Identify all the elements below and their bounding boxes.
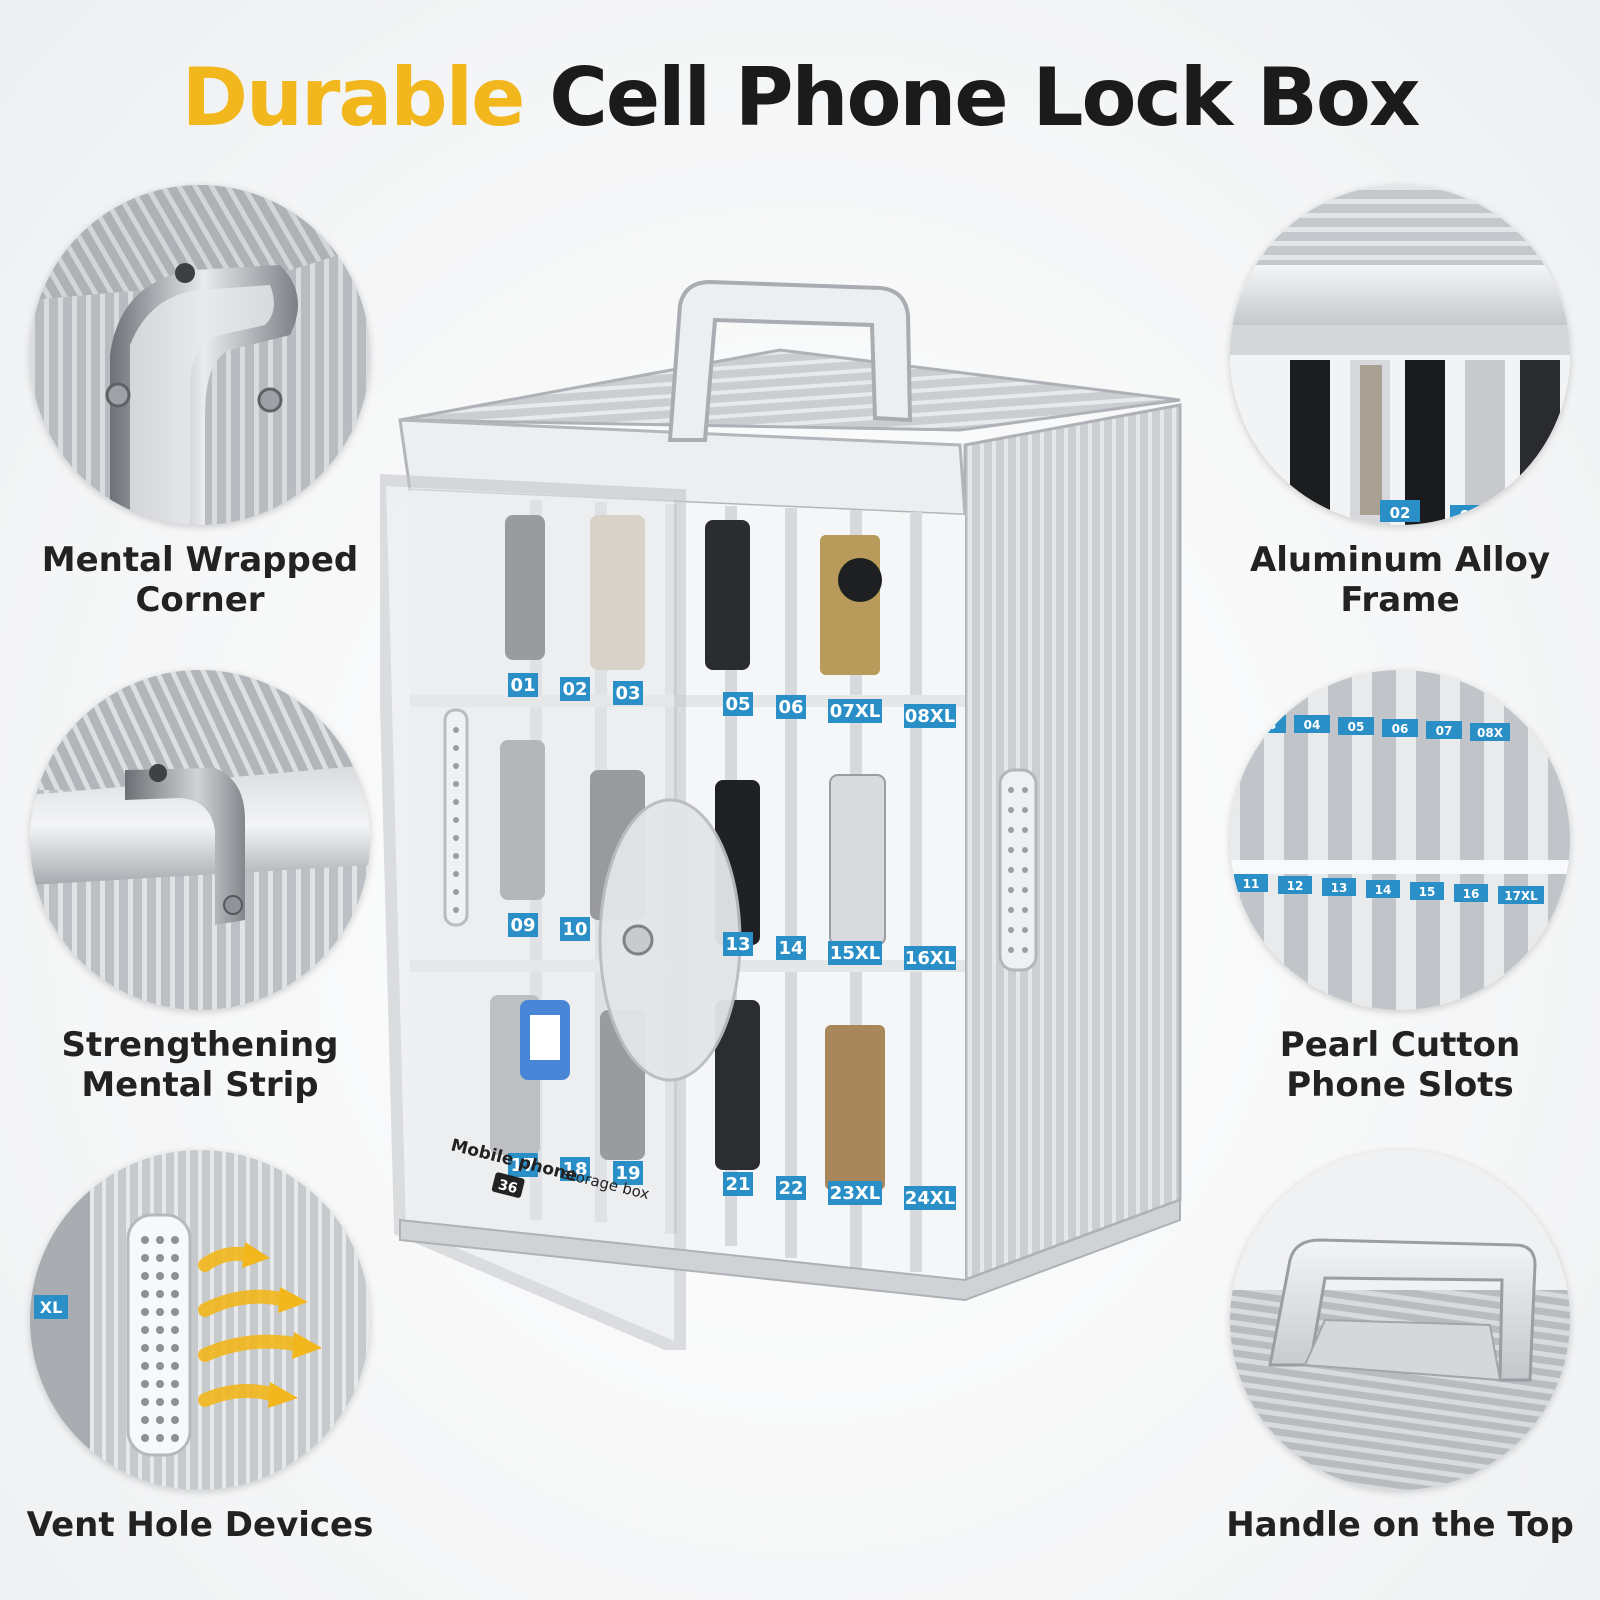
slots-top-label-1: 03 <box>1260 718 1277 732</box>
corner-detail-icon <box>30 185 370 525</box>
frame-slot-label-1: 02 <box>1390 504 1411 522</box>
slot-label-17: 17 <box>510 1155 535 1176</box>
slot-label-07xl: 07XL <box>830 701 880 722</box>
slot-label-18: 18 <box>562 1159 587 1180</box>
slot-label-03: 03 <box>615 683 640 704</box>
slot-label-16xl: 16XL <box>905 948 955 969</box>
slot-label-02: 02 <box>562 679 587 700</box>
vent-label: Vent Hole Devices <box>0 1505 400 1545</box>
slots-bottom-label-7: 17XL <box>1504 889 1538 903</box>
strip-label-line2: Mental Strip <box>81 1065 319 1105</box>
handle-label: Handle on the Top <box>1200 1505 1600 1545</box>
slots-label-line2: Phone Slots <box>1286 1065 1514 1105</box>
slot-label-24xl: 24XL <box>905 1188 955 1209</box>
corner-label-line2: Corner <box>135 580 265 620</box>
frame-label-line2: Frame <box>1340 580 1460 620</box>
slots-bottom-label-2: 12 <box>1287 879 1304 893</box>
corner-label-line1: Mental Wrapped <box>41 540 359 580</box>
frame-label: Aluminum Alloy Frame <box>1200 540 1600 620</box>
lock-box-product: 01 02 03 05 06 07XL 08XL 09 10 13 14 15X… <box>373 270 1220 1360</box>
slots-bottom-label-4: 14 <box>1375 883 1392 897</box>
slots-top-label-6: 08X <box>1477 726 1504 740</box>
slot-label-14: 14 <box>778 938 803 959</box>
frame-icon: 02 03 <box>1230 185 1570 525</box>
slot-label-19: 19 <box>615 1163 640 1184</box>
title-highlight: Durable <box>181 51 526 144</box>
slots-top-label-2: 04 <box>1304 718 1321 732</box>
vent-icon: XL <box>30 1150 370 1490</box>
slots-label-line1: Pearl Cutton <box>1279 1025 1521 1065</box>
slot-label-23xl: 23XL <box>830 1183 880 1204</box>
vent-edge-label: XL <box>40 1298 63 1317</box>
strip-label-line1: Strengthening <box>61 1025 339 1065</box>
slot-label-22: 22 <box>778 1178 803 1199</box>
metal-strip-icon <box>30 670 370 1010</box>
slots-icon: 03 04 05 06 07 08X 11 12 13 14 15 16 17X… <box>1230 670 1570 1010</box>
slot-label-10: 10 <box>562 919 587 940</box>
slot-label-21: 21 <box>725 1174 750 1195</box>
slots-bottom-label-1: 11 <box>1243 877 1260 891</box>
frame-label-line1: Aluminum Alloy <box>1249 540 1551 580</box>
slot-label-13: 13 <box>725 934 750 955</box>
frame-slot-label-2: 03 <box>1460 507 1481 525</box>
handle-icon <box>1230 1150 1570 1490</box>
slots-bottom-label-3: 13 <box>1331 881 1348 895</box>
strip-label: Strengthening Mental Strip <box>0 1025 400 1105</box>
page-title: Durable Cell Phone Lock Box <box>0 58 1600 138</box>
slots-label: Pearl Cutton Phone Slots <box>1200 1025 1600 1105</box>
slot-label-09: 09 <box>510 915 535 936</box>
box-text-badge: 36 <box>496 1177 519 1197</box>
handle-label-line1: Handle on the Top <box>1226 1505 1574 1545</box>
slots-top-label-5: 07 <box>1436 724 1453 738</box>
corner-label: Mental Wrapped Corner <box>0 540 400 620</box>
slot-label-06: 06 <box>778 697 803 718</box>
slots-top-label-4: 06 <box>1392 722 1409 736</box>
slot-label-15xl: 15XL <box>830 943 880 964</box>
slots-bottom-label-5: 15 <box>1419 885 1436 899</box>
slot-label-08xl: 08XL <box>905 706 955 727</box>
vent-label-line1: Vent Hole Devices <box>26 1505 374 1545</box>
slots-bottom-label-6: 16 <box>1463 887 1480 901</box>
slots-top-label-3: 05 <box>1348 720 1365 734</box>
slot-label-01: 01 <box>510 675 535 696</box>
slot-label-05: 05 <box>725 694 750 715</box>
title-rest: Cell Phone Lock Box <box>549 51 1420 144</box>
